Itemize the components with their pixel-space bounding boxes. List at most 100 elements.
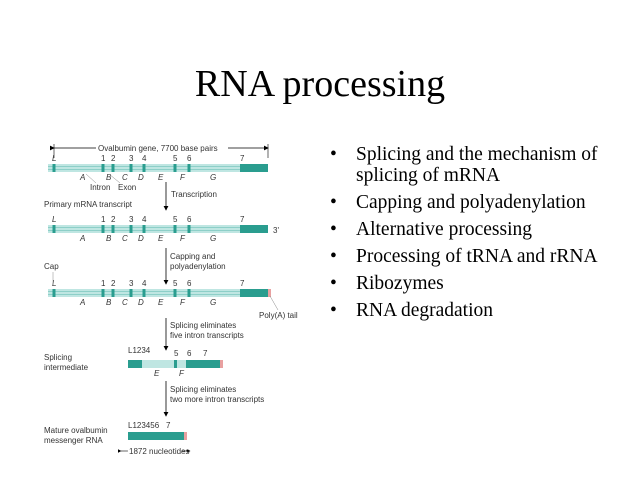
intron-bar <box>48 164 268 172</box>
mature-seven: 7 <box>166 421 171 430</box>
exon-block <box>101 225 105 233</box>
polya-label: Poly(A) tail <box>259 311 298 320</box>
exon-number: 7 <box>240 215 245 224</box>
exon-number: 3 <box>129 279 134 288</box>
intron-letter: D <box>138 298 144 307</box>
exon-number: 5 <box>173 279 178 288</box>
three-prime-label: 3' <box>273 226 279 235</box>
exon-number: 6 <box>187 279 192 288</box>
exon-number: 5 <box>173 154 178 163</box>
exon-block <box>111 225 115 233</box>
exon-number: 3 <box>129 215 134 224</box>
step-capping-1: Capping and <box>170 252 215 261</box>
exon-block <box>129 289 133 297</box>
exon-block <box>187 225 191 233</box>
exon-block-7 <box>240 225 268 233</box>
exon-number: 1 <box>101 154 106 163</box>
exon-block <box>111 164 115 172</box>
intermediate-intron: E <box>154 369 160 378</box>
exon-number: 7 <box>240 279 245 288</box>
exon-block-7 <box>240 289 268 297</box>
intron-letter: C <box>122 234 128 243</box>
bullet-item: Capping and polyadenylation <box>330 192 630 213</box>
exon-block <box>101 164 105 172</box>
exon-block <box>52 225 56 233</box>
step-transcription: Transcription <box>171 190 217 199</box>
exon-number: 4 <box>142 215 147 224</box>
exon-number: 3 <box>129 154 134 163</box>
intron-letter: D <box>138 173 144 182</box>
exon-block <box>174 360 177 368</box>
bullet-list: Splicing and the mechanism of splicing o… <box>330 144 630 327</box>
exon-number: L <box>52 279 56 288</box>
exon-number: 7 <box>240 154 245 163</box>
intermediate-intron: F <box>179 369 185 378</box>
exon-number: 2 <box>111 154 116 163</box>
exon-block <box>187 164 191 172</box>
intron-bar <box>128 360 196 368</box>
bullet-item: Splicing and the mechanism of splicing o… <box>330 144 630 186</box>
exon-block <box>173 225 177 233</box>
step-capping-2: polyadenylation <box>170 262 226 271</box>
exon-number: 1 <box>101 215 106 224</box>
intron-bar <box>48 225 268 233</box>
exon-number: 4 <box>142 279 147 288</box>
bullet-item: Processing of tRNA and rRNA <box>330 246 630 267</box>
intron-letter: F <box>180 298 186 307</box>
exon-block <box>128 432 184 440</box>
intron-letter: B <box>106 298 112 307</box>
exon-block <box>142 289 146 297</box>
intermediate-exons: L1234 <box>128 346 151 355</box>
exon-number: 1 <box>101 279 106 288</box>
intron-letter: A <box>79 173 85 182</box>
intron-letter: G <box>210 234 216 243</box>
exon-number: 6 <box>187 215 192 224</box>
intron-letter: E <box>158 173 164 182</box>
exon-block <box>142 225 146 233</box>
exon-block <box>52 289 56 297</box>
intermediate-label-2: intermediate <box>44 363 89 372</box>
intron-letter: G <box>210 173 216 182</box>
polya-tail <box>220 360 223 368</box>
step-splicing-2b: two more intron transcripts <box>170 395 264 404</box>
intron-letter: A <box>79 234 85 243</box>
exon-block <box>129 164 133 172</box>
intron-letter: F <box>180 173 186 182</box>
exon-block <box>129 225 133 233</box>
exon-number: L <box>52 215 56 224</box>
exon-number: 6 <box>187 154 192 163</box>
bullet-item: Alternative processing <box>330 219 630 240</box>
step-splicing-1a: Splicing eliminates <box>170 321 236 330</box>
intermediate-num: 6 <box>187 349 192 358</box>
step-splicing-2a: Splicing eliminates <box>170 385 236 394</box>
exon-block <box>142 164 146 172</box>
intron-letter: C <box>122 298 128 307</box>
exon-block-7 <box>240 164 268 172</box>
intron-letter: E <box>158 298 164 307</box>
intron-letter: B <box>106 234 112 243</box>
primary-transcript-label: Primary mRNA transcript <box>44 200 133 209</box>
mature-label-1: Mature ovalbumin <box>44 426 108 435</box>
intron-label: Intron <box>90 183 110 192</box>
gene-label: Ovalbumin gene, 7700 base pairs <box>98 144 218 153</box>
exon-block <box>52 164 56 172</box>
polya-tail <box>268 289 271 297</box>
intron-letter: F <box>180 234 186 243</box>
intron-letter: A <box>79 298 85 307</box>
intermediate-num: 5 <box>174 349 179 358</box>
exon-label: Exon <box>118 183 136 192</box>
length-label: 1872 nucleotides <box>129 447 190 456</box>
polya-tail <box>184 432 187 440</box>
exon-block <box>173 289 177 297</box>
exon-number: 2 <box>111 215 116 224</box>
mature-label-2: messenger RNA <box>44 436 103 445</box>
exon-block <box>187 289 191 297</box>
intron-letter: C <box>122 173 128 182</box>
slide-title: RNA processing <box>194 63 446 105</box>
exon-block <box>173 164 177 172</box>
exon-block <box>128 360 142 368</box>
exon-block <box>186 360 220 368</box>
intron-letter: G <box>210 298 216 307</box>
intermediate-num: 7 <box>203 349 208 358</box>
